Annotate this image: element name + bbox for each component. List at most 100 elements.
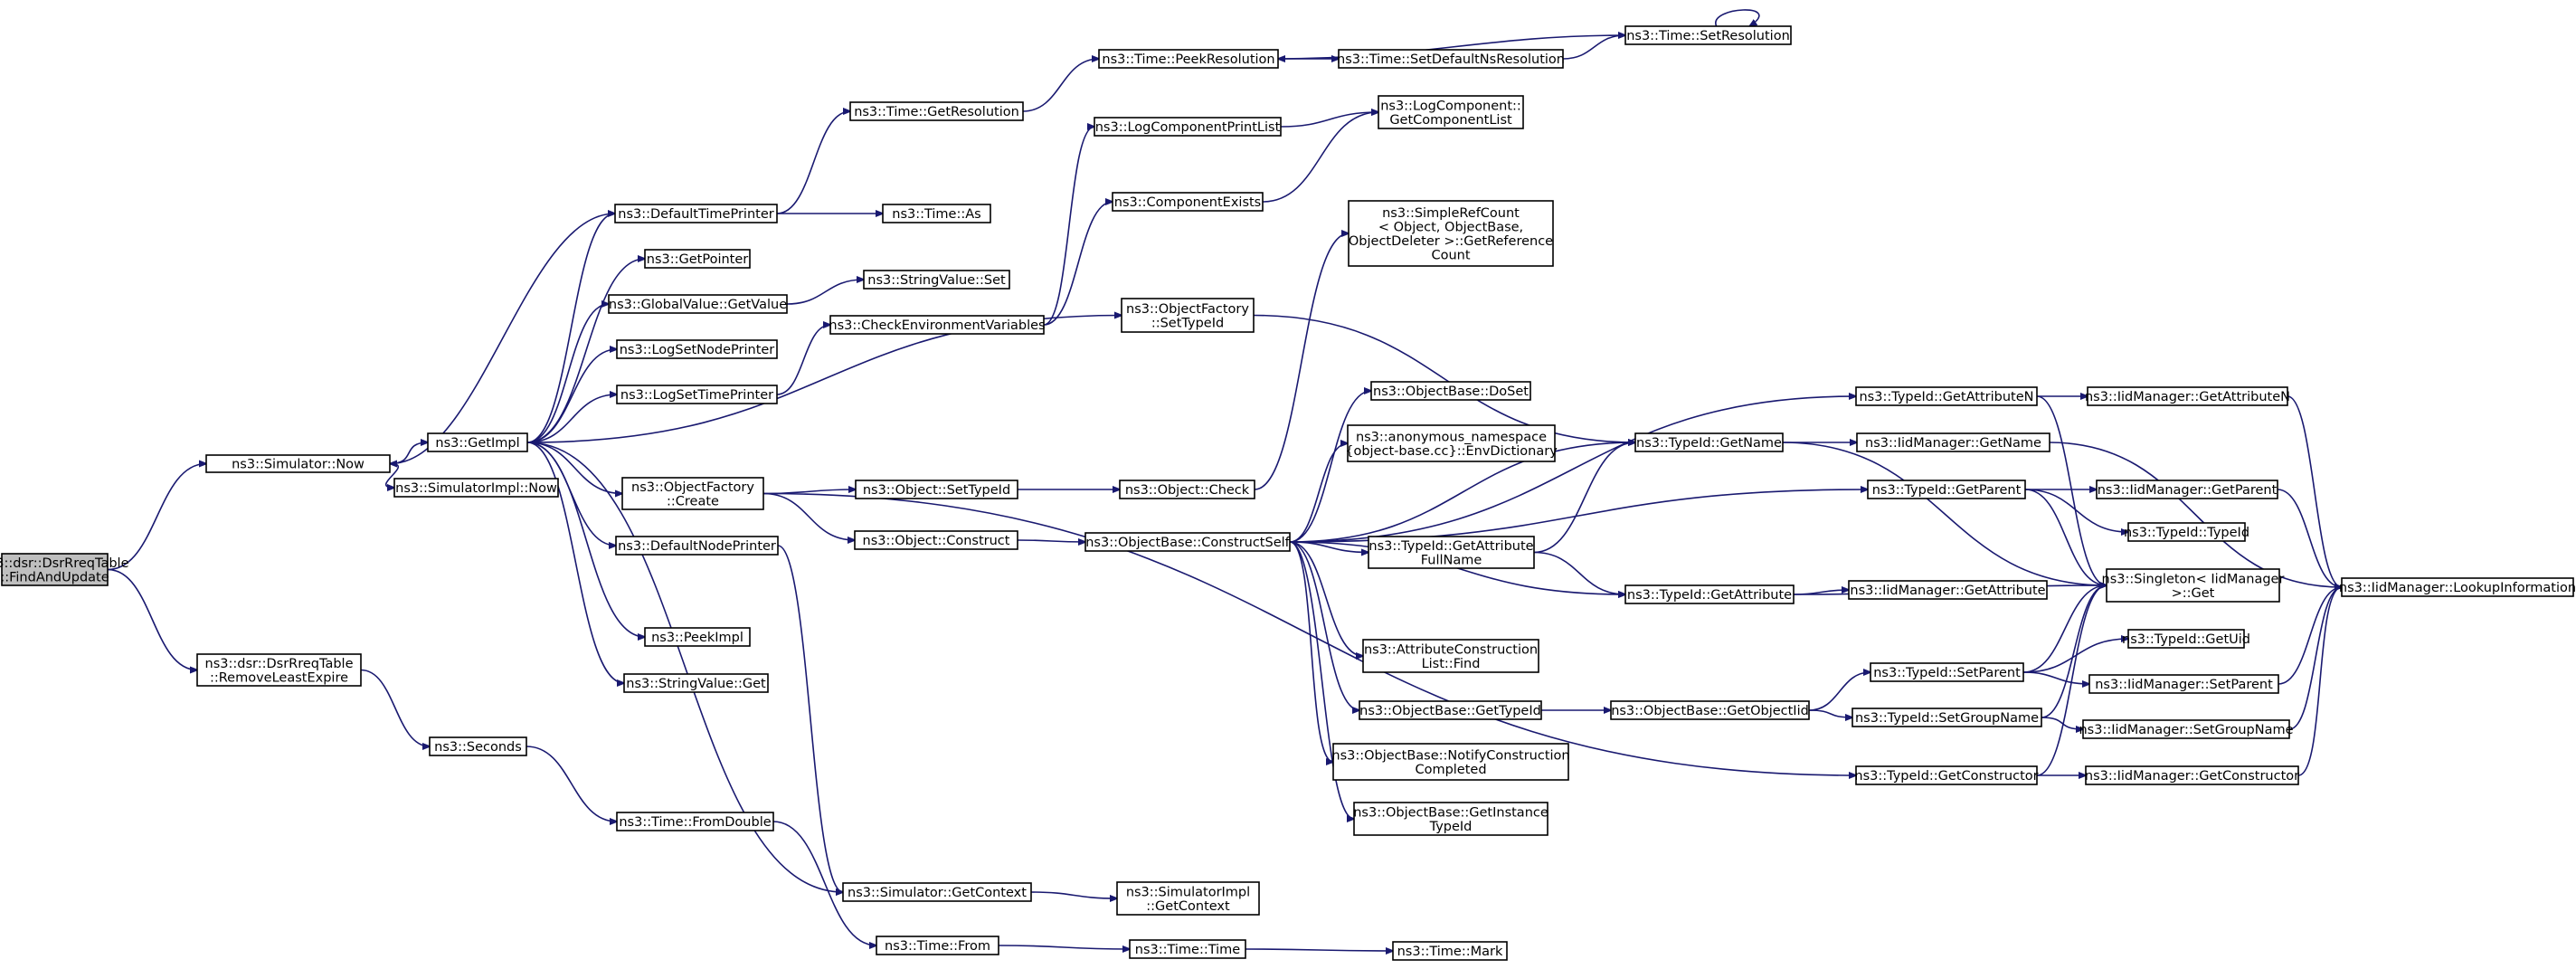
node-ns3-time-getresolution[interactable]: ns3::Time::GetResolution: [849, 101, 1024, 121]
node-ns3-typeid-typeid[interactable]: ns3::TypeId::TypeId: [2124, 522, 2249, 542]
node-ns3-componentexists[interactable]: ns3::ComponentExists: [1112, 192, 1264, 212]
node-ns3-objectbase-doset[interactable]: ns3::ObjectBase::DoSet: [1370, 381, 1531, 401]
node-ns3-typeid-getattribute[interactable]: ns3::TypeId::GetAttribute: [1624, 584, 1795, 604]
node-ns3-singleton-iidmanager-get[interactable]: ns3::Singleton< IidManager>::Get: [2102, 568, 2285, 603]
node-ns3-iidmanager-getconstructor[interactable]: ns3::IidManager::GetConstructor: [2085, 765, 2299, 785]
node-ns3-iidmanager-getattribute[interactable]: ns3::IidManager::GetAttribute: [1848, 580, 2048, 600]
node-ns3-logsettimeprinter[interactable]: ns3::LogSetTimePrinter: [616, 385, 778, 404]
node-ns3-defaulttimeprinter[interactable]: ns3::DefaultTimePrinter: [614, 204, 778, 223]
edge-n20-to-n26: [1043, 127, 1094, 326]
node-ns3-iidmanager-setparent[interactable]: ns3::IidManager::SetParent: [2088, 674, 2279, 694]
node-ns3-getimpl[interactable]: ns3::GetImpl: [427, 432, 528, 452]
edge-n30-to-n48: [1289, 396, 1856, 543]
node-box: [854, 530, 1018, 550]
node-ns3-time-setresolution[interactable]: ns3::Time::SetResolution: [1624, 25, 1792, 45]
node-label: ns3::ObjectBase::GetObjectIid: [1611, 704, 1809, 718]
node-ns3-dsr-dsrrreqtable-removeleastexpire[interactable]: ns3::dsr::DsrRreqTable::RemoveLeastExpir…: [196, 653, 362, 687]
node-box: [205, 454, 391, 473]
node-ns3-objectbase-gettypeid[interactable]: ns3::ObjectBase::GetTypeId: [1359, 700, 1542, 720]
node-ns3-time-peekresolution[interactable]: ns3::Time::PeekResolution: [1098, 49, 1279, 69]
node-ns3-objectfactory-settypeid[interactable]: ns3::ObjectFactory::SetTypeId: [1121, 298, 1255, 333]
node-ns3-simulator-getcontext[interactable]: ns3::Simulator::GetContext: [842, 882, 1032, 902]
node-ns3-typeid-getname[interactable]: ns3::TypeId::GetName: [1634, 432, 1784, 452]
node-ns3-typeid-getparent[interactable]: ns3::TypeId::GetParent: [1867, 480, 2026, 499]
node-box: [644, 249, 751, 269]
node-ns3-checkenvironmentvariables[interactable]: ns3::CheckEnvironmentVariables: [829, 315, 1046, 335]
node-ns3-typeid-getattributen[interactable]: ns3::TypeId::GetAttributeN: [1855, 386, 2038, 406]
node-ns3-logsetnodeprinter[interactable]: ns3::LogSetNodePrinter: [616, 339, 778, 359]
node-ns3-iidmanager-getname[interactable]: ns3::IidManager::GetName: [1856, 432, 2050, 452]
node-label: ns3::Singleton< IidManager: [2102, 572, 2285, 586]
node-ns3-typeid-setparent[interactable]: ns3::TypeId::SetParent: [1870, 662, 2024, 682]
node-ns3-objectbase-notifyconstruction-completed[interactable]: ns3::ObjectBase::NotifyConstructionCompl…: [1331, 743, 1570, 781]
edge-n47-to-n51: [1808, 709, 1852, 717]
node-ns3-seconds[interactable]: ns3::Seconds: [429, 736, 527, 756]
edge-n30-to-n37: [1289, 443, 1348, 543]
node-label: ns3::StringValue::Set: [867, 273, 1006, 288]
edge-n29-to-n35: [1254, 233, 1349, 490]
node-ns3-time-time[interactable]: ns3::Time::Time: [1129, 939, 1246, 959]
node-box: [2085, 765, 2299, 785]
node-ns3-objectbase-constructself[interactable]: ns3::ObjectBase::ConstructSelf: [1084, 532, 1291, 552]
node-ns3-object-construct[interactable]: ns3::Object::Construct: [854, 530, 1018, 550]
edge-n4-to-n16: [526, 442, 624, 683]
edge-n13-to-n22: [762, 492, 855, 541]
node-box: [1359, 700, 1542, 720]
node-ns3-iidmanager-getparent[interactable]: ns3::IidManager::GetParent: [2096, 480, 2278, 499]
node-ns3-defaultnodeprinter[interactable]: ns3::DefaultNodePrinter: [615, 536, 779, 556]
node-ns3-objectbase-getobjectiid[interactable]: ns3::ObjectBase::GetObjectIid: [1610, 700, 1810, 720]
node-ns3-time-from[interactable]: ns3::Time::From: [876, 936, 999, 955]
node-ns3-typeid-getuid[interactable]: ns3::TypeId::GetUid: [2122, 629, 2250, 649]
node-box: [1084, 532, 1291, 552]
node-ns3-simulator-now[interactable]: ns3::Simulator::Now: [205, 454, 391, 473]
node-ns3-typeid-setgroupname[interactable]: ns3::TypeId::SetGroupName: [1852, 708, 2042, 727]
node-ns3-iidmanager-lookupinformation[interactable]: ns3::IidManager::LookupInformation: [2339, 577, 2576, 597]
node-label: ns3::ObjectBase::NotifyConstruction: [1331, 748, 1569, 763]
node-label: Completed: [1415, 763, 1486, 777]
edge-n14-to-n23: [777, 545, 843, 892]
edge-n4-to-n8: [526, 214, 615, 443]
edge-n45-to-n57: [1782, 442, 2107, 585]
node-ns3-simulatorimpl-now[interactable]: ns3::SimulatorImpl::Now: [393, 478, 559, 498]
node-ns3-stringvalue-set[interactable]: ns3::StringValue::Set: [863, 270, 1010, 290]
node-label: ns3::IidManager::GetAttribute: [1850, 584, 2045, 598]
node-label: ns3::Object::SetTypeId: [863, 483, 1010, 498]
node-box: [1392, 941, 1508, 961]
node-ns3-anonymous-namespace-object-base-cc-envdictionary[interactable]: ns3::anonymous_namespace{object-base.cc}…: [1345, 424, 1558, 462]
node-ns3-object-settypeid[interactable]: ns3::Object::SetTypeId: [855, 480, 1018, 499]
node-box: [1, 553, 109, 586]
node-ns3-time-as[interactable]: ns3::Time::As: [882, 204, 991, 223]
node-ns3-simplerefcount-object-objectbase-objectdeleter-getreference-count[interactable]: ns3::SimpleRefCount< Object, ObjectBase,…: [1348, 200, 1554, 267]
node-ns3-iidmanager-setgroupname[interactable]: ns3::IidManager::SetGroupName: [2079, 719, 2294, 739]
edge-n44-to-n25: [1278, 34, 1626, 59]
node-label: ns3::Time::PeekResolution: [1102, 52, 1274, 67]
edge-n30-to-n49: [1289, 489, 1868, 543]
node-ns3-time-fromdouble[interactable]: ns3::Time::FromDouble: [616, 812, 774, 831]
node-label: ns3::Time::SetDefaultNsResolution: [1337, 52, 1565, 67]
node-ns3-getpointer[interactable]: ns3::GetPointer: [644, 249, 751, 269]
node-label: ns3::IidManager::GetName: [1865, 436, 2041, 451]
node-ns3-object-check[interactable]: ns3::Object::Check: [1119, 480, 1255, 499]
edge-n61-to-n63: [2288, 587, 2342, 730]
edge-layer: [107, 9, 2342, 951]
node-ns3-time-setdefaultnsresolution[interactable]: ns3::Time::SetDefaultNsResolution: [1337, 49, 1565, 69]
node-ns3-peekimpl[interactable]: ns3::PeekImpl: [644, 627, 751, 647]
edge-n12-to-n20: [776, 325, 830, 395]
node-box: [1624, 584, 1795, 604]
edge-n30-to-n45: [1289, 442, 1635, 543]
node-ns3-stringvalue-get[interactable]: ns3::StringValue::Get: [623, 673, 769, 693]
node-label: ::GetContext: [1146, 899, 1230, 914]
node-ns3-globalvalue-getvalue[interactable]: ns3::GlobalValue::GetValue: [608, 294, 788, 314]
node-ns3-dsr-dsrrreqtable-findandupdate[interactable]: ns3::dsr::DsrRreqTable::FindAndUpdate: [0, 553, 129, 586]
node-ns3-simulatorimpl-getcontext[interactable]: ns3::SimulatorImpl::GetContext: [1116, 881, 1260, 916]
node-ns3-logcomponentprintlist[interactable]: ns3::LogComponentPrintList: [1094, 117, 1282, 137]
node-ns3-iidmanager-getattributen[interactable]: ns3::IidManager::GetAttributeN: [2085, 386, 2290, 406]
node-ns3-objectfactory-create[interactable]: ns3::ObjectFactory::Create: [621, 477, 764, 510]
node-ns3-time-mark[interactable]: ns3::Time::Mark: [1392, 941, 1508, 961]
node-ns3-logcomponent-getcomponentlist[interactable]: ns3::LogComponent::GetComponentList: [1378, 95, 1524, 129]
edge-n51-to-n57: [2041, 585, 2107, 718]
node-ns3-typeid-getconstructor[interactable]: ns3::TypeId::GetConstructor: [1854, 765, 2039, 785]
